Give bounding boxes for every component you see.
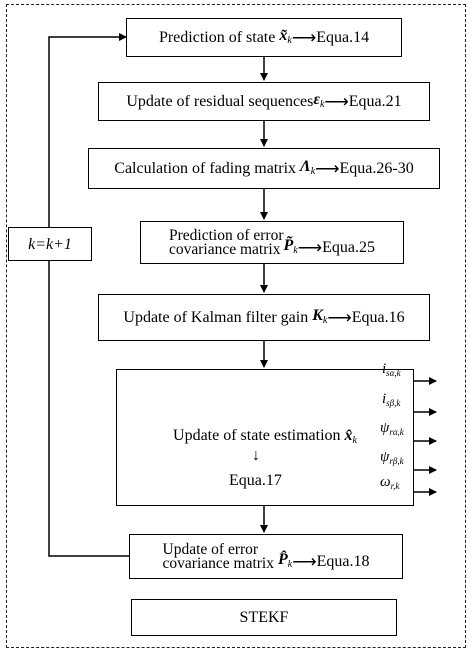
right-arrow-icon: ⟶	[327, 308, 352, 327]
down-arrow-icon: ↓	[252, 447, 260, 464]
output-i-sbeta: isβ,k	[382, 391, 401, 409]
equation-ref: Equa.16	[351, 309, 405, 326]
step-label-two-line: Prediction of error covariance matrix	[169, 226, 284, 258]
step-label-line1: Prediction of error	[169, 226, 284, 244]
step-label: Update of state estimation	[173, 427, 341, 444]
equation-ref: Equa.14	[316, 29, 370, 46]
fading-symbol: Λk	[300, 157, 316, 177]
output-omega-r: ωr,k	[380, 474, 400, 492]
step-kalman-gain: Update of Kalman filter gain Kk⟶Equa.16	[98, 294, 430, 341]
step-label: Prediction of state	[158, 29, 276, 46]
equation-ref: Equa.18	[316, 553, 370, 570]
right-arrow-icon: ⟶	[291, 28, 317, 47]
residual-symbol: εk	[313, 90, 325, 110]
step-label: Update of residual sequences	[126, 93, 314, 110]
equation-ref: Equa.25	[322, 239, 375, 256]
step-prediction-of-state: Prediction of state x̃k⟶Equa.14	[126, 18, 402, 57]
updated-covariance-symbol: P̂k	[277, 550, 293, 570]
loop-counter-label: k=k+1	[28, 235, 72, 253]
step-label: Calculation of fading matrix	[114, 160, 297, 177]
step-state-estimation: Update of state estimation x̂k ↓ Equa.17	[116, 369, 414, 506]
step-fading-matrix: Calculation of fading matrix Λk⟶Equa.26-…	[88, 148, 440, 189]
step-label: Update of Kalman filter gain	[123, 309, 309, 326]
step-prediction-error-covariance: Prediction of error covariance matrix P̃…	[140, 221, 404, 264]
right-arrow-icon: ⟶	[292, 552, 317, 571]
step-label-line1: Update of error	[162, 540, 259, 558]
step-label-line2: covariance matrix	[169, 240, 281, 258]
loop-counter-box: k=k+1	[8, 227, 92, 261]
step-update-error-covariance: Update of error covariance matrix P̂k⟶Eq…	[129, 534, 403, 579]
equation-ref: Equa.26-30	[339, 160, 414, 177]
equation-ref: Equa.17	[229, 472, 282, 489]
right-arrow-icon: ⟶	[297, 238, 323, 257]
feedback-loop-arrow	[48, 33, 129, 557]
stekf-label: STEKF	[239, 609, 289, 626]
step-label-line2: covariance matrix	[162, 554, 274, 572]
right-arrow-icon: ⟶	[315, 159, 340, 178]
state-symbol: x̃k	[279, 26, 292, 46]
gain-symbol: Kk	[312, 306, 328, 326]
estimate-symbol: x̂k	[344, 427, 357, 447]
step-label-row: Update of state estimation x̂k	[117, 428, 413, 448]
step-label-two-line: Update of error covariance matrix	[162, 540, 274, 572]
output-psi-ralpha: ψrα,k	[380, 420, 404, 438]
output-psi-rbeta: ψrβ,k	[380, 449, 404, 467]
stekf-label-box: STEKF	[131, 599, 397, 636]
outer-dashed-frame	[6, 4, 466, 648]
output-i-salpha: isα,k	[382, 361, 401, 379]
right-arrow-icon: ⟶	[324, 92, 349, 111]
covariance-symbol: P̃k	[283, 236, 298, 256]
equation-ref: Equa.21	[348, 93, 402, 110]
